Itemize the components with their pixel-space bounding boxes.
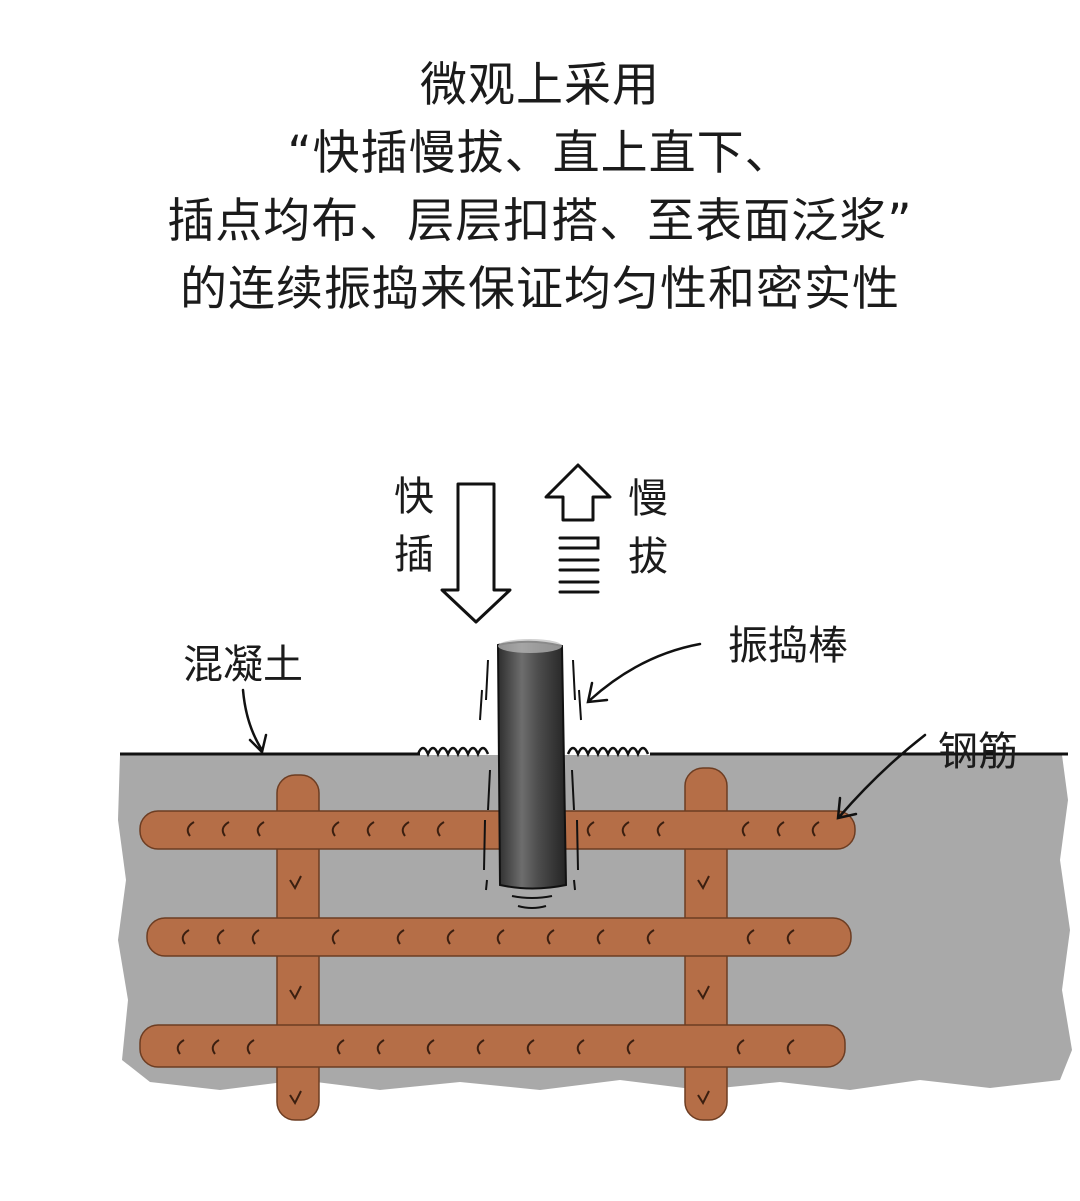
rebar-texture xyxy=(176,821,820,1106)
surface-ripple-left xyxy=(416,746,490,758)
rebar-horizontal-middle xyxy=(146,917,852,957)
concrete-label: 混凝土 xyxy=(183,642,303,688)
headline-line-3: 插点均布、层层扣搭、至表面泛浆” xyxy=(167,194,913,249)
vibrator-leader xyxy=(586,642,702,704)
rebar-label: 钢筋 xyxy=(938,729,1018,775)
headline-line-4: 的连续振捣来保证均匀性和密实性 xyxy=(180,262,900,317)
pull-label-char-1: 慢 xyxy=(628,476,668,522)
pull-arrow-up xyxy=(544,463,612,522)
vibrator-label: 振捣棒 xyxy=(728,623,848,669)
vibrator-rod xyxy=(496,640,568,890)
insert-arrow-down xyxy=(440,482,512,624)
insert-label-char-2: 插 xyxy=(394,532,434,578)
vibrator-rod-top xyxy=(498,639,562,653)
headline-line-2: “快插慢拔、直上直下、 xyxy=(287,126,793,181)
rebar-leader xyxy=(836,733,927,820)
headline-line-1: 微观上采用 xyxy=(420,58,660,113)
pull-speed-lines xyxy=(558,536,600,594)
headline: 微观上采用 “快插慢拔、直上直下、 插点均布、层层扣搭、至表面泛浆” 的连续振捣… xyxy=(0,52,1080,324)
concrete-leader xyxy=(241,688,268,755)
insert-label-char-1: 快 xyxy=(394,474,434,520)
surface-ripple-right xyxy=(566,746,650,758)
vibration-lines xyxy=(479,659,582,909)
rebar-horizontal-bottom xyxy=(139,1024,846,1068)
rebar-horizontal-top xyxy=(139,810,856,850)
pull-label-char-2: 拔 xyxy=(628,534,668,580)
